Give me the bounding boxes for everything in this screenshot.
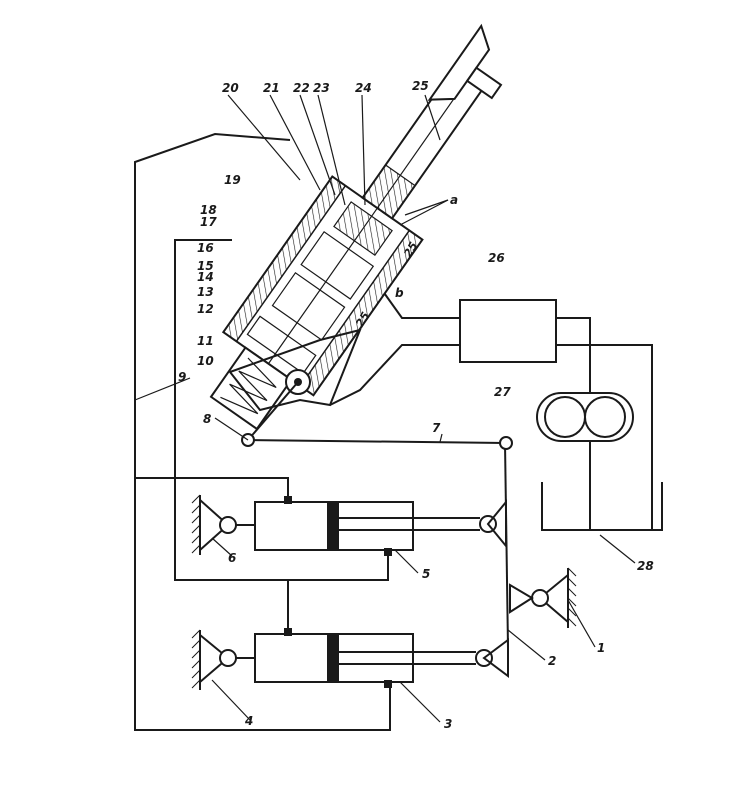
spring-housing <box>209 346 293 431</box>
line-26-right2 <box>556 344 653 530</box>
line-valve-bottom <box>329 344 460 406</box>
label-a: a <box>450 193 458 207</box>
label-27: 27 <box>494 385 511 399</box>
gear-pump-27 <box>536 392 634 442</box>
label-2: 2 <box>548 654 556 668</box>
line-26-right <box>556 317 591 530</box>
pump-26 <box>459 299 557 363</box>
label-26: 26 <box>488 251 505 265</box>
label-24: 24 <box>355 81 372 95</box>
label-25: 25 <box>412 79 429 93</box>
label-20: 20 <box>222 81 239 95</box>
labels: 20 21 22 23 24 25 19 18 17 16 15 14 13 1… <box>178 79 654 731</box>
leader-lines <box>134 94 636 723</box>
label-19: 19 <box>224 173 241 187</box>
label-18: 18 <box>200 203 217 217</box>
pitman-arm-8 <box>247 381 299 441</box>
label-11: 11 <box>197 334 214 348</box>
anchor-4 <box>191 629 255 690</box>
hydraulic-lines <box>134 132 653 731</box>
line-inner-left <box>174 239 389 581</box>
valve-lower-body <box>228 328 362 412</box>
label-12: 12 <box>197 302 214 316</box>
joint-7 <box>499 436 513 450</box>
label-3: 3 <box>444 717 452 731</box>
label-10: 10 <box>197 354 214 368</box>
link-7 <box>247 439 506 444</box>
label-13: 13 <box>197 285 214 299</box>
label-22: 22 <box>293 81 310 95</box>
line-to-26 <box>381 289 460 319</box>
label-21: 21 <box>263 81 280 95</box>
cylinder-5 <box>254 496 480 556</box>
steering-valve <box>209 23 513 450</box>
label-17: 17 <box>200 215 217 229</box>
label-4: 4 <box>244 714 253 728</box>
rod-joint-lower <box>475 638 509 678</box>
label-8: 8 <box>203 412 211 426</box>
label-1: 1 <box>597 641 605 655</box>
tank-28 <box>541 482 663 531</box>
label-28: 28 <box>637 559 654 573</box>
label-23: 23 <box>313 81 330 95</box>
label-15: 15 <box>197 259 214 273</box>
cylinder-3 <box>254 628 476 688</box>
label-6: 6 <box>228 551 236 565</box>
anchor-6 <box>191 494 255 555</box>
label-5: 5 <box>422 567 430 581</box>
line-top-fittings <box>135 477 289 500</box>
label-9: 9 <box>178 370 186 384</box>
steering-wheel <box>427 23 503 101</box>
label-14: 14 <box>197 270 214 284</box>
rod-joint-upper <box>479 499 507 549</box>
label-b: b <box>395 286 404 300</box>
label-7: 7 <box>432 421 441 435</box>
label-16: 16 <box>197 241 214 255</box>
anchor-1 <box>509 567 577 628</box>
line-9 <box>134 132 391 731</box>
